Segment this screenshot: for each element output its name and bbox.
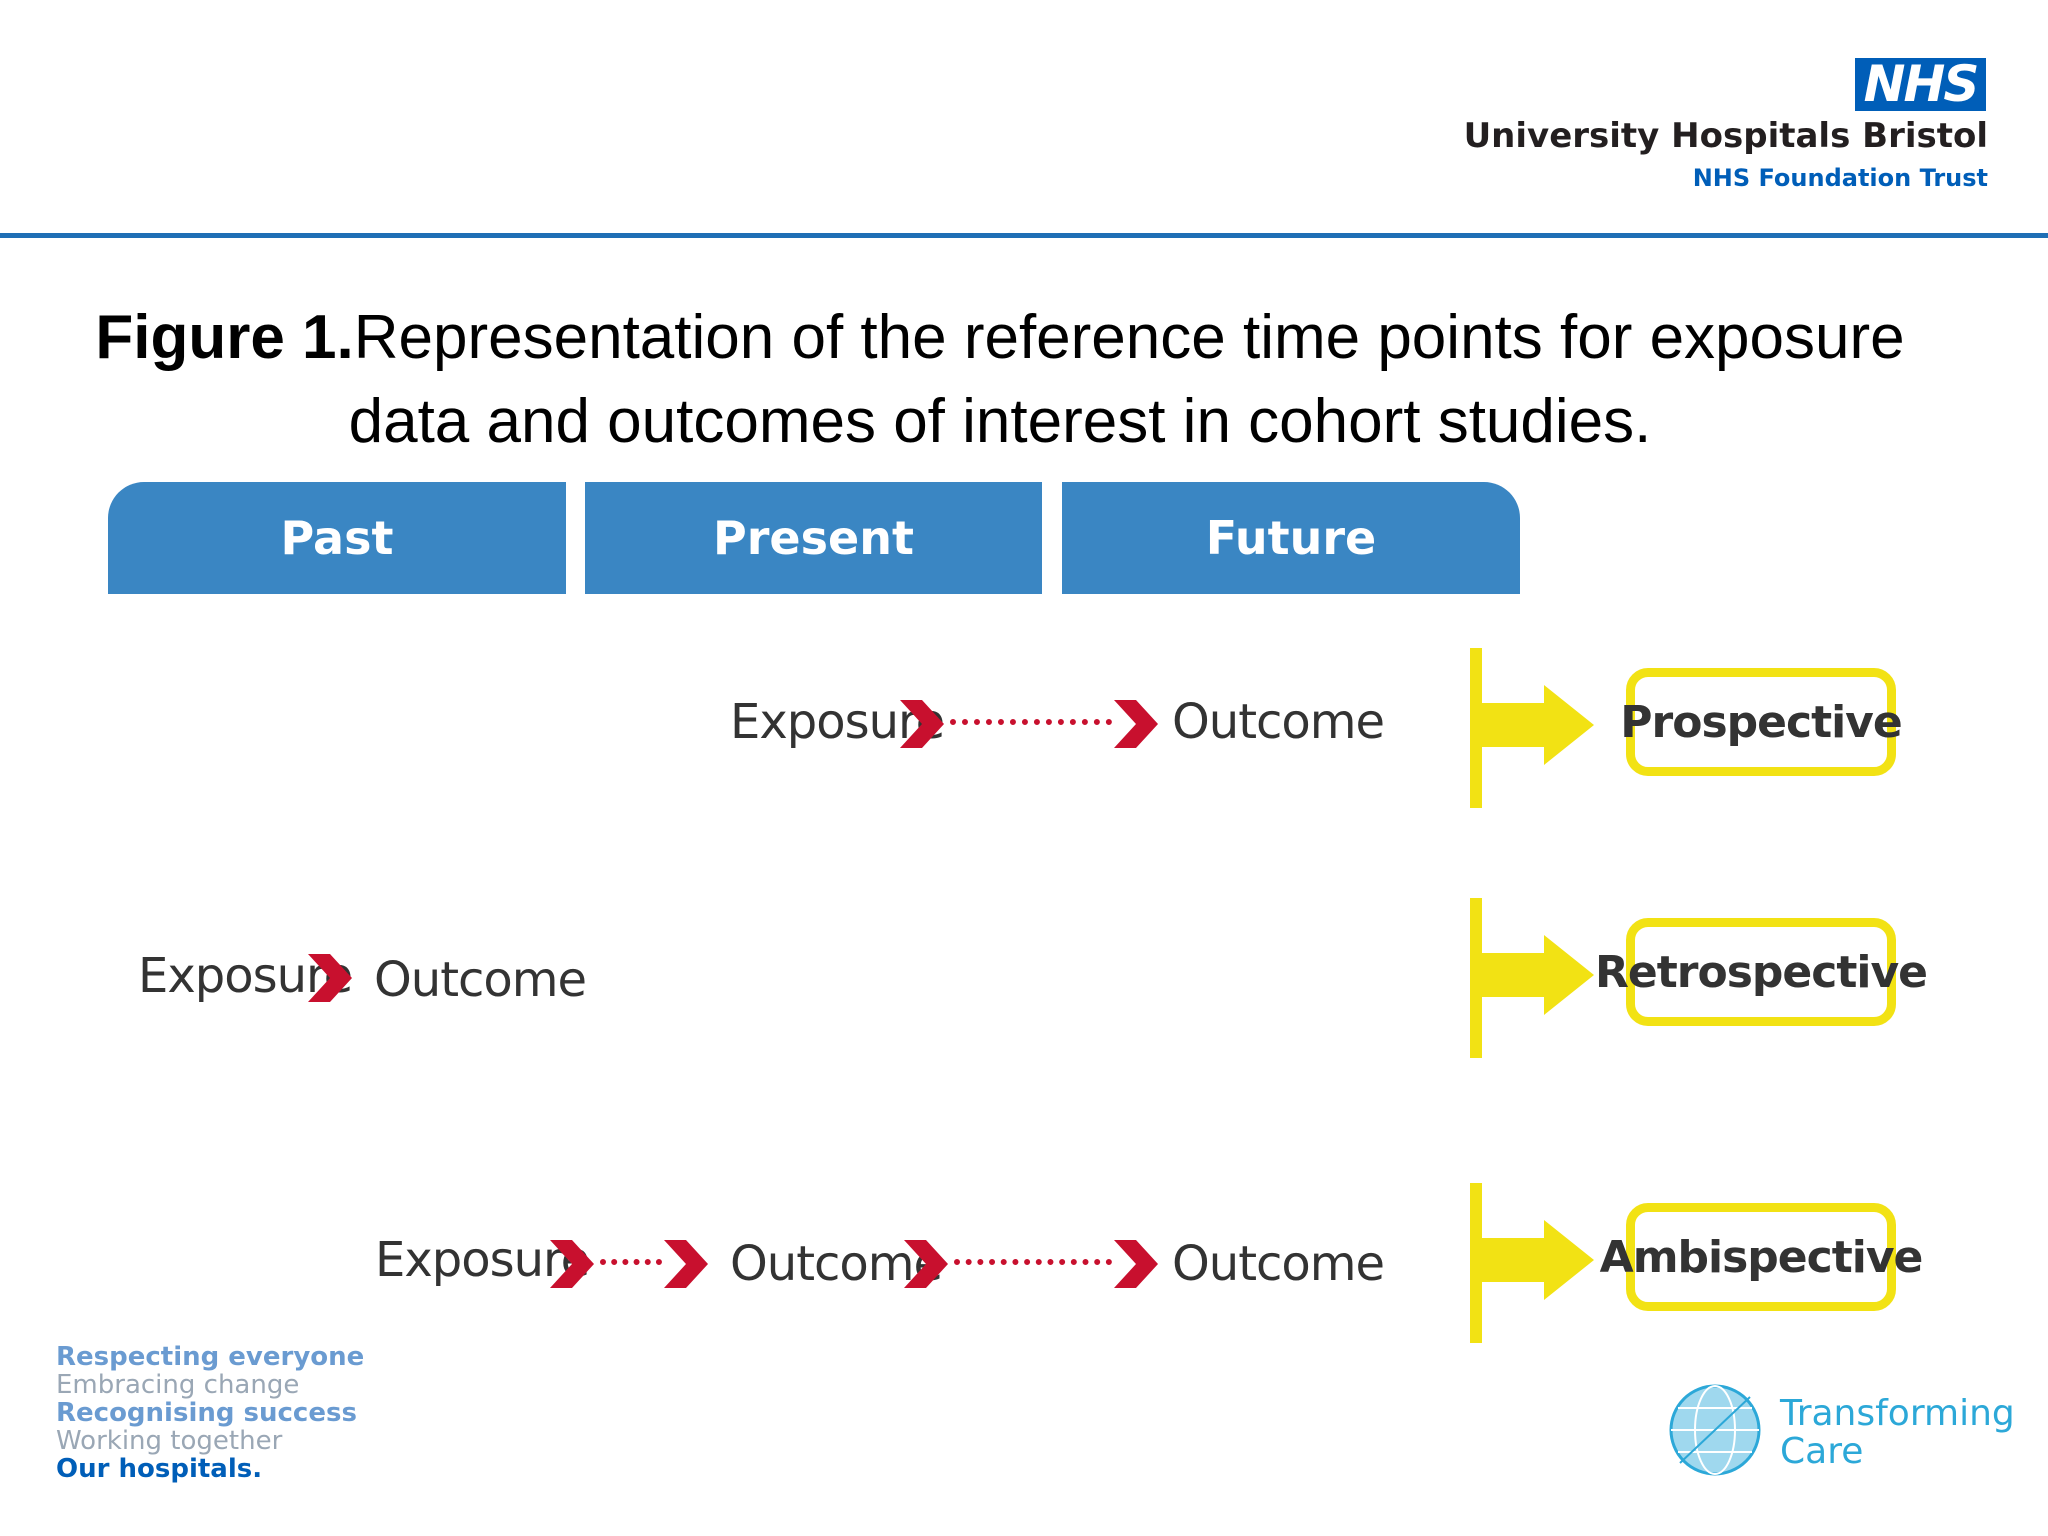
tc-line-1: Transforming — [1780, 1393, 2015, 1434]
chevron-right-icon — [904, 1240, 948, 1288]
row-ambispective-outcome-1: Outcome — [730, 1236, 943, 1292]
globe-icon — [1669, 1384, 1761, 1476]
tc-line-2: Care — [1780, 1431, 1864, 1472]
value-item: Respecting everyone — [56, 1342, 365, 1372]
values-list: Respecting everyone Embracing change Rec… — [56, 1343, 364, 1483]
dotted-connector — [954, 1259, 1112, 1273]
nhs-logo: NHS — [1855, 58, 1986, 111]
org-subtitle: NHS Foundation Trust — [1692, 164, 1988, 192]
figure-caption: Figure 1.Representation of the reference… — [60, 296, 1940, 464]
label-ambispective: Ambispective — [1600, 1203, 1923, 1311]
timeline-future: Future — [1062, 482, 1520, 594]
timeline-present: Present — [585, 482, 1042, 594]
value-item: Recognising success — [56, 1398, 357, 1428]
row-retrospective-outcome: Outcome — [374, 952, 587, 1008]
row-prospective-outcome: Outcome — [1172, 694, 1385, 750]
transforming-care-logo: Transforming Care — [1780, 1395, 2015, 1471]
timeline-past: Past — [108, 482, 566, 594]
row-ambispective-outcome-2: Outcome — [1172, 1236, 1385, 1292]
value-item: Our hospitals. — [56, 1454, 263, 1484]
arrow-right-icon — [1474, 935, 1594, 1015]
header-divider — [0, 233, 2048, 238]
chevron-right-icon — [1114, 1240, 1158, 1288]
chevron-right-icon — [664, 1240, 708, 1288]
chevron-right-icon — [308, 954, 352, 1002]
value-item: Embracing change — [56, 1370, 300, 1400]
figure-caption-text: Representation of the reference time poi… — [348, 303, 1905, 456]
label-prospective: Prospective — [1620, 668, 1903, 776]
chevron-right-icon — [550, 1240, 594, 1288]
org-name: University Hospitals Bristol — [1463, 116, 1988, 156]
chevron-right-icon — [1114, 700, 1158, 748]
arrow-right-icon — [1474, 1220, 1594, 1300]
value-item: Working together — [56, 1426, 283, 1456]
arrow-right-icon — [1474, 685, 1594, 765]
dotted-connector — [950, 719, 1112, 733]
figure-number: Figure 1. — [95, 303, 354, 372]
label-retrospective: Retrospective — [1595, 918, 1928, 1026]
chevron-right-icon — [900, 700, 944, 748]
dotted-connector — [600, 1259, 662, 1273]
